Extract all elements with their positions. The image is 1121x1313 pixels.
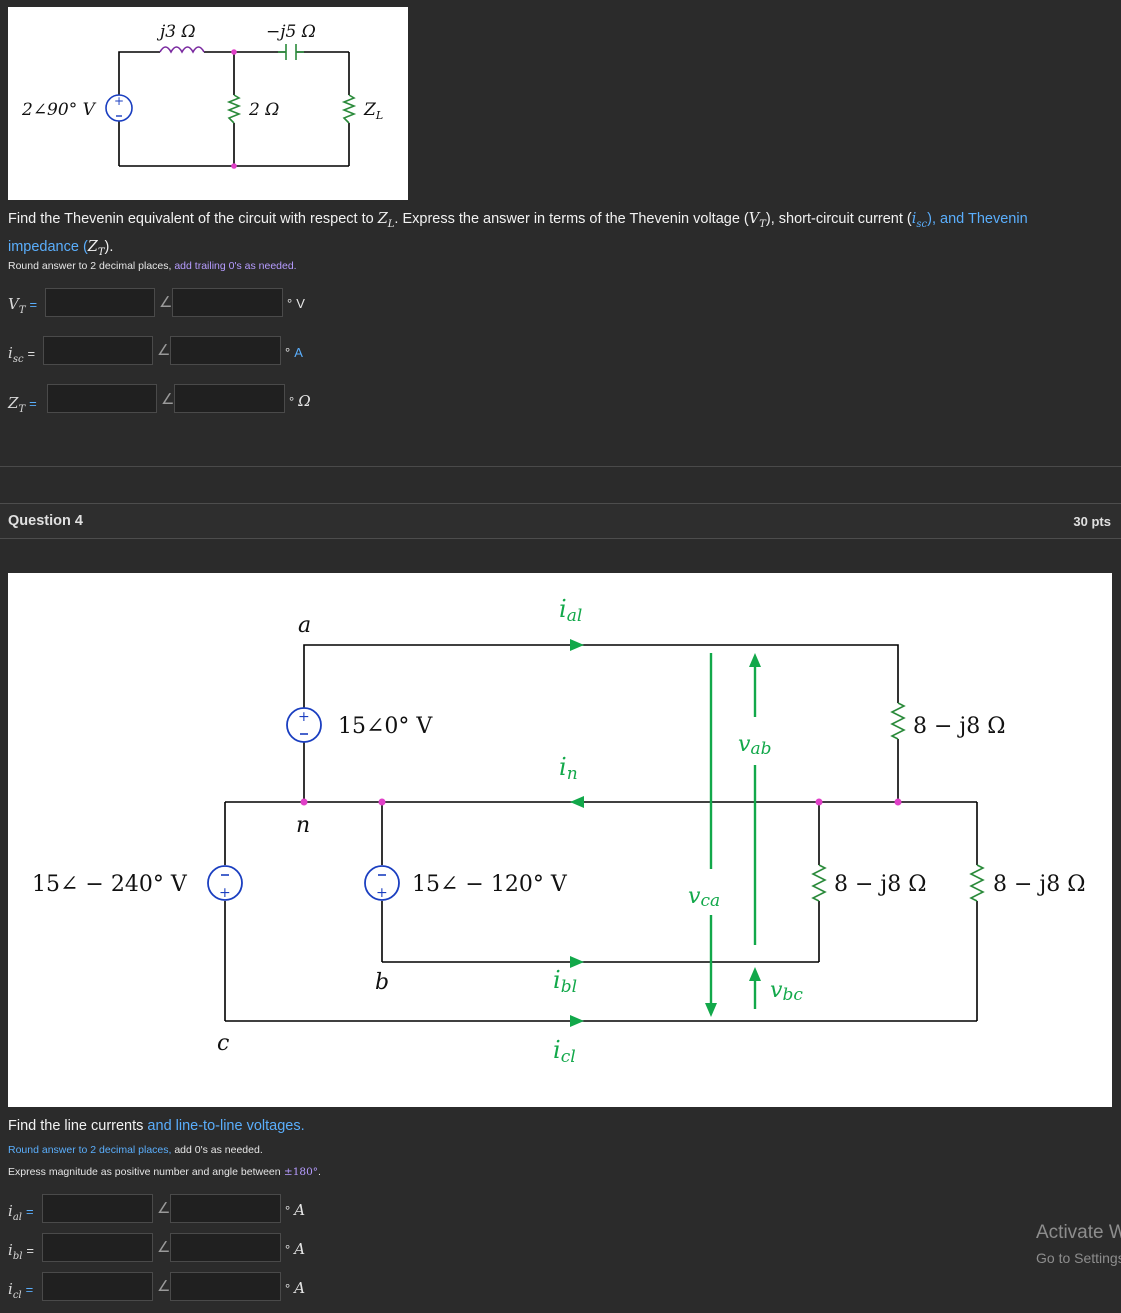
q3-vt-magnitude-input[interactable] xyxy=(45,288,155,317)
q3-resistor-label: 2 Ω xyxy=(248,100,279,120)
q3-isc-angle-symbol: ∠ xyxy=(157,341,171,359)
q3-prompt: Find the Thevenin equivalent of the circ… xyxy=(8,211,1028,258)
q4-icl-magnitude-input[interactable] xyxy=(42,1272,153,1301)
q3-capacitor-label: −j5 Ω xyxy=(266,22,316,42)
q4-ibl-magnitude-input[interactable] xyxy=(42,1233,153,1262)
q4-ial-unit: °A xyxy=(285,1201,306,1219)
q3-zt-angle-symbol: ∠ xyxy=(161,390,175,408)
q4-ial-angle-input[interactable] xyxy=(170,1194,281,1223)
q4-prompt: Find the line currents and line-to-line … xyxy=(8,1118,305,1134)
q3-inductor-label: j3 Ω xyxy=(156,22,196,42)
q4-icl-angle-symbol: ∠ xyxy=(157,1277,171,1295)
q3-rounding-note: Round answer to 2 decimal places, add tr… xyxy=(8,260,297,272)
q4-icl-label: icl= xyxy=(8,1280,34,1301)
watermark-line2: Go to Settings to activate Windows. xyxy=(1036,1250,1121,1266)
q3-isc-angle-input[interactable] xyxy=(170,336,281,365)
current-ial-label: ial xyxy=(559,595,582,626)
svg-text:+: + xyxy=(298,709,310,725)
q4-rounding-note: Round answer to 2 decimal places, add 0'… xyxy=(8,1144,263,1156)
q4-ibl-angle-input[interactable] xyxy=(170,1233,281,1262)
q3-vt-label: VT= xyxy=(8,295,38,316)
q3-zt-angle-input[interactable] xyxy=(174,384,285,413)
q3-isc-magnitude-input[interactable] xyxy=(43,336,153,365)
current-ibl-label: ibl xyxy=(553,966,577,997)
q4-icl-angle-input[interactable] xyxy=(170,1272,281,1301)
q4-ibl-unit: °A xyxy=(285,1240,306,1258)
q3-vt-unit: °V xyxy=(287,296,305,311)
q3-zt-magnitude-input[interactable] xyxy=(47,384,157,413)
q3-source-label: 2∠90° V xyxy=(21,100,97,120)
q4-ibl-angle-symbol: ∠ xyxy=(157,1238,171,1256)
section-divider xyxy=(0,466,1121,467)
question-title: Question 4 xyxy=(8,513,83,529)
svg-text:+: + xyxy=(114,94,124,108)
q4-angle-note: Express magnitude as positive number and… xyxy=(8,1166,321,1178)
voltage-vca-label: vca xyxy=(688,884,720,911)
q3-isc-unit: °A xyxy=(285,345,303,360)
q3-isc-label: isc= xyxy=(8,344,36,365)
impedance-a-label: 8 − j8 Ω xyxy=(913,714,1005,739)
question-4-header: Question 4 30 pts xyxy=(0,503,1121,539)
q4-ial-label: ial= xyxy=(8,1202,34,1223)
q3-vt-angle-symbol: ∠ xyxy=(159,293,173,311)
voltage-vbc-label: vbc xyxy=(770,978,803,1005)
q4-circuit-figure: + + + xyxy=(8,573,1112,1107)
source-a-label: 15∠0° V xyxy=(338,714,433,739)
impedance-b-label: 8 − j8 Ω xyxy=(834,872,926,897)
svg-text:+: + xyxy=(376,885,388,901)
current-in-label: in xyxy=(559,753,578,784)
source-c-label: 15∠ − 240° V xyxy=(32,872,188,897)
q3-zt-label: ZT= xyxy=(8,394,37,415)
svg-text:+: + xyxy=(219,885,231,901)
impedance-c-label: 8 − j8 Ω xyxy=(993,872,1085,897)
q3-load-label: ZL xyxy=(363,100,383,122)
activate-windows-watermark: Activate Windows Go to Settings to activ… xyxy=(1036,1222,1121,1272)
q4-ial-magnitude-input[interactable] xyxy=(42,1194,153,1223)
q3-circuit-figure: + 2∠90° V j3 Ω −j5 Ω 2 Ω ZL xyxy=(8,7,408,200)
node-n-label: n xyxy=(296,813,310,838)
node-c-label: c xyxy=(217,1031,229,1056)
node-b-label: b xyxy=(375,970,389,995)
q4-icl-unit: °A xyxy=(285,1279,306,1297)
question-points: 30 pts xyxy=(1073,514,1111,529)
q3-zt-unit: °Ω xyxy=(289,392,311,410)
q4-ial-angle-symbol: ∠ xyxy=(157,1199,171,1217)
current-icl-label: icl xyxy=(553,1036,576,1067)
source-b-label: 15∠ − 120° V xyxy=(412,872,568,897)
q4-ibl-label: ibl= xyxy=(8,1241,35,1262)
node-a-label: a xyxy=(298,613,311,638)
voltage-vab-label: vab xyxy=(738,732,771,759)
q3-vt-angle-input[interactable] xyxy=(172,288,283,317)
watermark-line1: Activate Windows xyxy=(1036,1222,1121,1243)
